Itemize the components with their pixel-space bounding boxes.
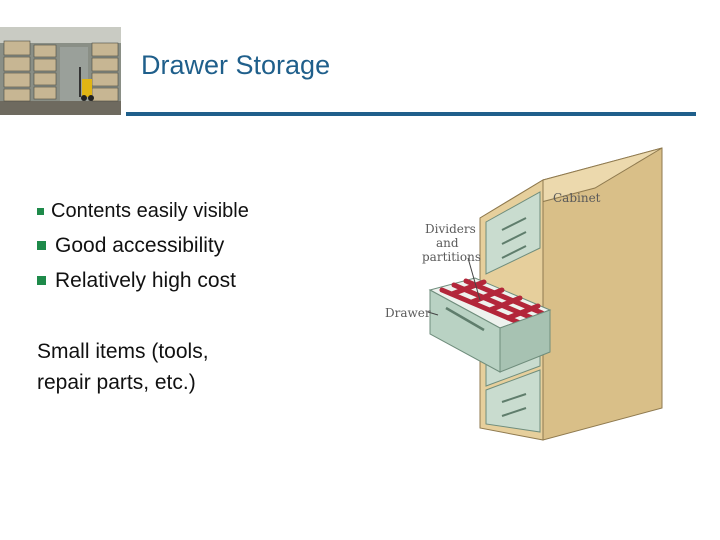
square-bullet-icon <box>37 208 44 215</box>
title-underline <box>126 112 696 116</box>
drawer-label: Drawer <box>385 306 431 320</box>
usage-note: Small items (tools, repair parts, etc.) <box>37 336 317 398</box>
bullet-text: Good accessibility <box>55 234 225 257</box>
bullet-text: Relatively high cost <box>55 269 236 292</box>
slide-title: Drawer Storage <box>141 50 331 80</box>
drawer-cabinet-illustration: Cabinet Dividers and partitions Drawer <box>380 140 680 450</box>
square-bullet-icon <box>37 276 46 285</box>
bullet-item: Relatively high cost <box>37 266 249 301</box>
warehouse-photo <box>0 27 121 115</box>
bullet-item: Good accessibility <box>37 231 249 266</box>
dividers-label-line1: Dividers <box>425 222 476 236</box>
bullet-item: Contents easily visible <box>37 196 249 231</box>
note-line: Small items (tools, <box>37 340 209 363</box>
square-bullet-icon <box>37 241 46 250</box>
bullet-text: Contents easily visible <box>51 200 249 222</box>
cabinet-label: Cabinet <box>553 191 601 205</box>
bullet-list: Contents easily visible Good accessibili… <box>37 196 249 301</box>
note-line: repair parts, etc.) <box>37 371 196 394</box>
dividers-label-line3: partitions <box>422 250 481 264</box>
dividers-label-line2: and <box>436 236 459 250</box>
